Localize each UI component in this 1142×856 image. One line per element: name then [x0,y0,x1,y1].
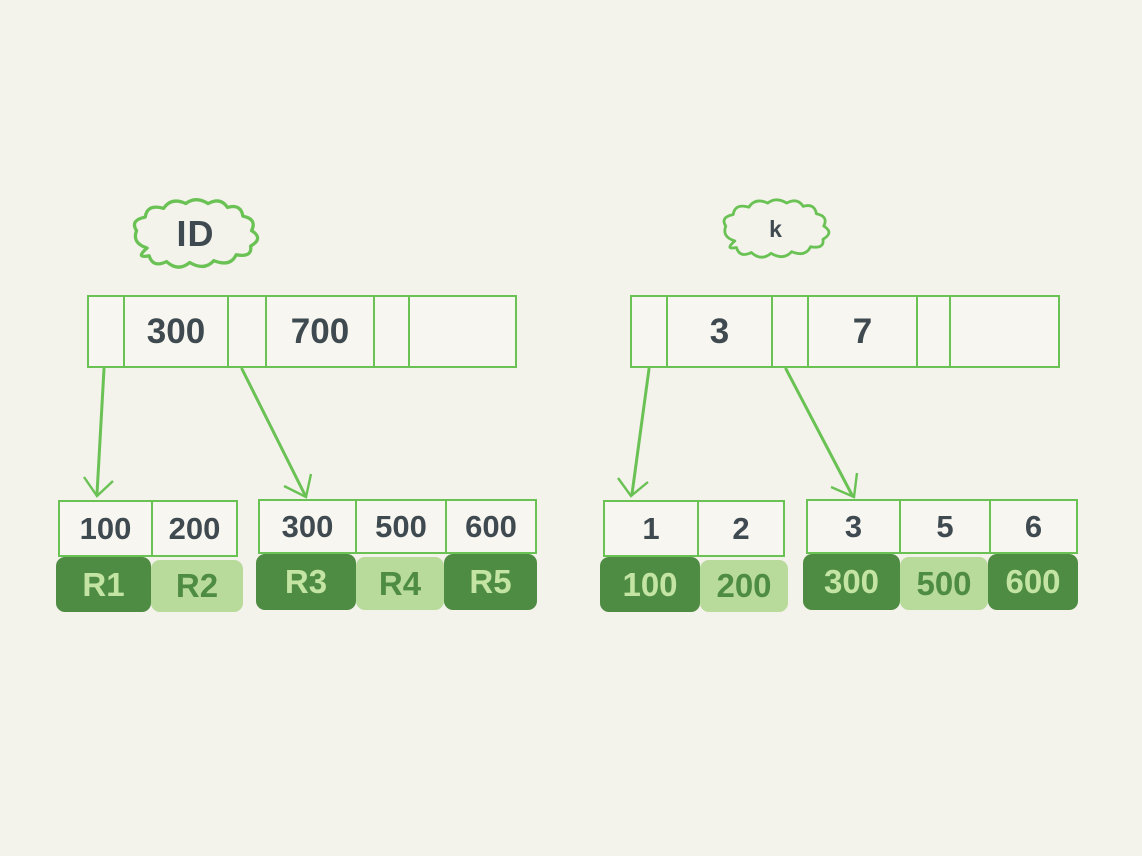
right-index-cloud: k [705,194,847,264]
left-root-node: 300 700 [87,295,517,368]
record-cell: R3 [256,554,356,610]
key-cell: 7 [807,297,916,366]
record-cell: 100 [600,557,700,612]
record-cell: R5 [444,554,537,610]
left-leaf-records-2: R3 R4 R5 [256,554,537,610]
right-leaf-records-2: 300 500 600 [803,554,1078,610]
record-cell: R4 [356,557,444,610]
left-index-label: ID [176,213,215,254]
key-cell: 300 [123,297,227,366]
record-cell: 600 [988,554,1078,610]
key-cell: 600 [445,501,535,552]
key-cell: 200 [151,502,236,555]
pointer-cell [771,297,807,366]
key-cell [408,297,515,366]
key-cell: 6 [989,501,1076,552]
record-cell: 300 [803,554,900,610]
left-index-cloud: ID [123,192,268,276]
key-cell: 3 [666,297,771,366]
right-leaf-records-1: 100 200 [600,557,788,612]
right-root-node: 3 7 [630,295,1060,368]
pointer-cell [373,297,408,366]
pointer-cell [916,297,949,366]
key-cell: 700 [265,297,373,366]
left-leaf-node-2: 300 500 600 [258,499,537,554]
left-arrow-2 [240,367,313,499]
pointer-cell [227,297,265,366]
record-cell: 500 [900,557,988,610]
record-cell: 200 [700,560,788,612]
left-leaf-node-1: 100 200 [58,500,238,557]
right-arrow-1 [617,367,651,498]
key-cell: 5 [899,501,989,552]
key-cell: 1 [642,510,660,546]
left-arrow-1 [83,367,114,498]
right-arrow-2 [784,367,859,499]
right-leaf-node-1: 1 2 [603,500,785,557]
left-leaf-records-1: R1 R2 [56,557,243,612]
cloud-outline-icon [722,198,831,259]
key-cell: 100 [79,510,132,546]
record-cell: R2 [151,560,243,612]
key-cell: 300 [281,508,334,544]
record-cell: R1 [56,557,151,612]
pointer-cell [632,297,666,366]
key-cell: 3 [844,508,863,544]
right-index-label: k [769,215,783,242]
key-cell: 2 [697,502,783,555]
cloud-outline-icon [132,198,260,269]
right-leaf-node-2: 3 5 6 [806,499,1078,554]
pointer-cell [89,297,123,366]
key-cell: 500 [355,501,445,552]
key-cell [949,297,1058,366]
